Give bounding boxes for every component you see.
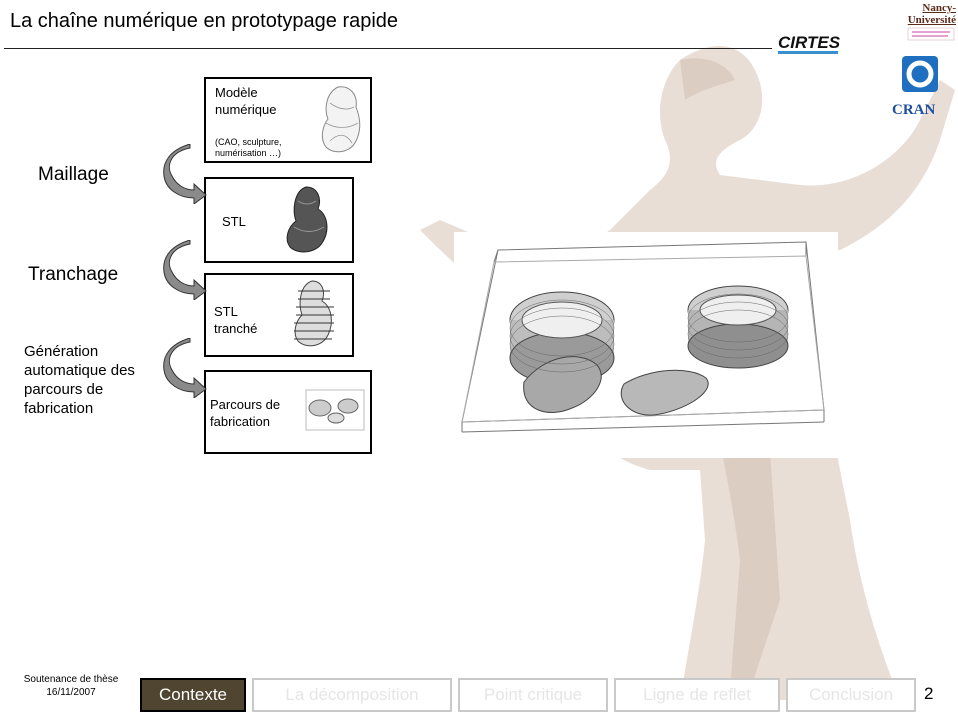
nav-tab-contexte[interactable]: Contexte	[140, 678, 246, 712]
step-modele-note: (CAO, sculpture, numérisation …)	[215, 137, 315, 159]
title-divider	[4, 48, 864, 49]
cran-logo: CRAN	[886, 52, 956, 122]
step-stl-tranche-label: STL tranché	[214, 303, 274, 337]
transition-maillage: Maillage	[38, 164, 109, 186]
statue-sculpture-image	[316, 83, 366, 157]
footer-date: 16/11/2007	[6, 686, 136, 699]
cirtes-logo-text: CIRTES	[778, 33, 841, 52]
nav-tab-ligne-reflet[interactable]: Ligne de reflet	[614, 678, 780, 712]
step-stl-label: STL	[222, 213, 246, 230]
curved-arrow-icon	[160, 338, 208, 398]
nav-tab-decomposition[interactable]: La décomposition	[252, 678, 452, 712]
page-number: 2	[924, 684, 933, 704]
step-parcours-label: Parcours de fabrication	[210, 396, 302, 430]
sliced-stl-image	[290, 277, 340, 355]
nav-tab-point-critique[interactable]: Point critique	[458, 678, 608, 712]
toolpath-thumbnail-image	[302, 386, 368, 438]
footer-meta: Soutenance de thèse 16/11/2007	[6, 673, 136, 699]
step-stl: STL	[204, 177, 354, 263]
toolpath-3d-render	[454, 232, 838, 458]
step-modele-label: Modèle numérique	[215, 84, 305, 118]
curved-arrow-icon	[160, 144, 208, 204]
transition-tranchage: Tranchage	[28, 264, 118, 286]
slide-title: La chaîne numérique en prototypage rapid…	[10, 10, 398, 33]
nancy-logo-text: Nancy-Université	[878, 2, 956, 26]
nancy-universite-logo: Nancy-Université	[878, 2, 956, 38]
step-stl-tranche: STL tranché	[204, 273, 354, 357]
step-modele-numerique: Modèle numérique (CAO, sculpture, numéri…	[204, 77, 372, 163]
stl-mesh-image	[282, 183, 334, 259]
cran-logo-text: CRAN	[892, 102, 935, 118]
step-parcours-fabrication: Parcours de fabrication	[204, 370, 372, 454]
nancy-logo-mark	[878, 26, 956, 42]
cirtes-logo: CIRTES	[772, 28, 876, 58]
transition-generation: Génération automatique des parcours de f…	[24, 342, 154, 418]
curved-arrow-icon	[160, 240, 208, 300]
nav-tab-conclusion[interactable]: Conclusion	[786, 678, 916, 712]
footer-event: Soutenance de thèse	[6, 673, 136, 686]
